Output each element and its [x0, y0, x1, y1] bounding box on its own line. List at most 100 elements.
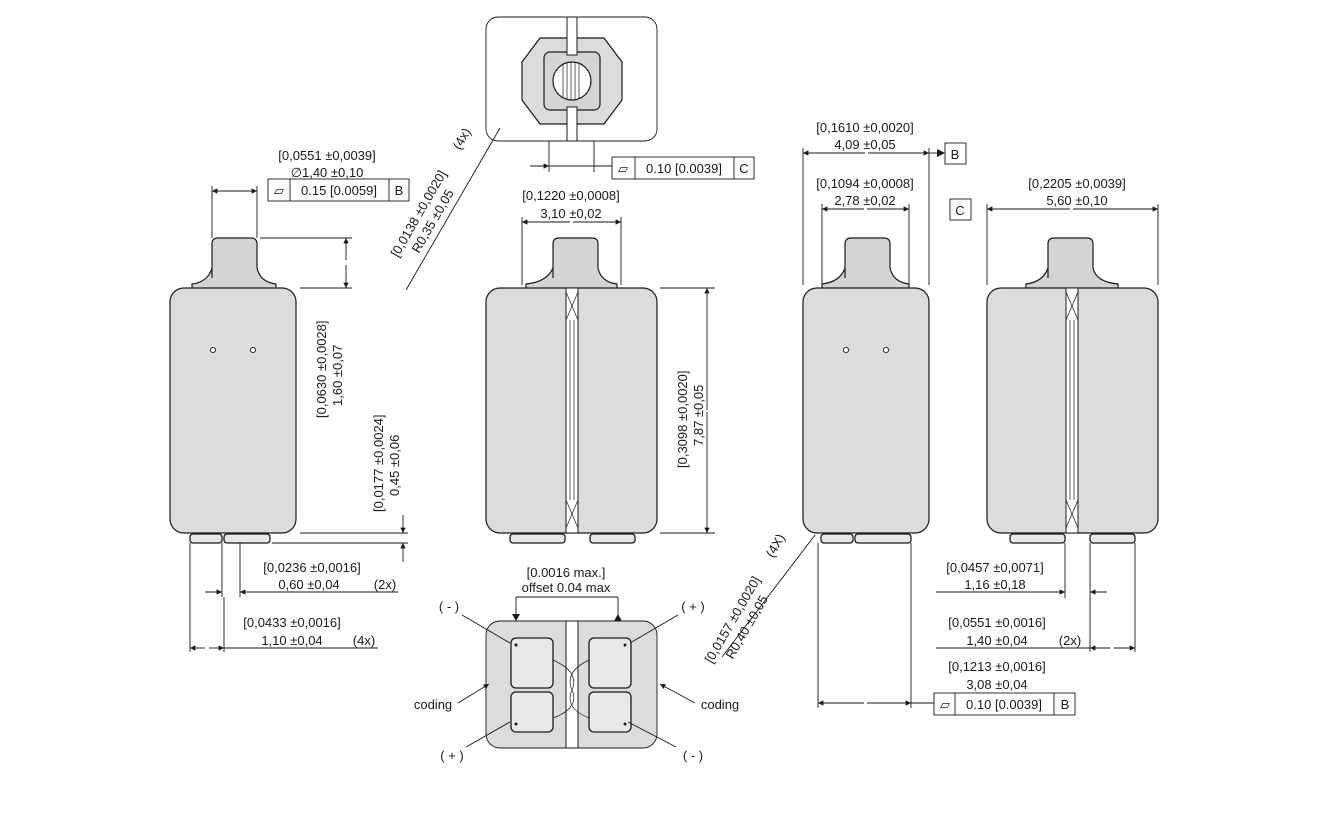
svg-text:[0,0177 ±0,0024]: [0,0177 ±0,0024] [371, 415, 386, 513]
svg-text:[0,0630 ±0,0028]: [0,0630 ±0,0028] [314, 321, 329, 419]
top-view-bore [552, 61, 592, 101]
svg-text:[0,0236 ±0,0016]: [0,0236 ±0,0016] [263, 560, 361, 575]
left-pad-width-dimension: [0,0236 ±0,0016] 0,60 ±0,04 (2x) [263, 560, 396, 592]
svg-text:7,87 ±0,05: 7,87 ±0,05 [691, 385, 706, 446]
marking-dot [842, 346, 850, 354]
bottom-offset-dimension: [0.0016 max.] offset 0.04 max [522, 565, 611, 595]
flatness-symbol: ⏥ [618, 161, 628, 176]
side-flatness-frame: ⏥ 0.10 [0.0039] B [933, 692, 1076, 716]
contact-pad [1009, 533, 1066, 544]
svg-text:(4X): (4X) [763, 531, 788, 560]
svg-text:0.10 [0.0039]: 0.10 [0.0039] [966, 697, 1042, 712]
front-view: [0,1220 ±0,0008] 3,10 ±0,02 [0,3098 ±0,0… [485, 188, 715, 544]
marking-dot [209, 346, 217, 354]
side-inner-dimension: [0,1094 ±0,0008] 2,78 ±0,02 [816, 176, 914, 208]
svg-text:[0,1610 ±0,0020]: [0,1610 ±0,0020] [816, 120, 914, 135]
svg-text:[0,1220 ±0,0008]: [0,1220 ±0,0008] [522, 188, 620, 203]
side-bottom-dimension: [0,1213 ±0,0016] 3,08 ±0,04 [948, 659, 1046, 692]
coding-label: coding [701, 697, 739, 712]
datum-b-label: B [951, 147, 960, 162]
contact-pad [189, 533, 223, 544]
coding-label: coding [414, 697, 452, 712]
contact-pad [1089, 533, 1136, 544]
polarity-label: ( + ) [440, 748, 463, 763]
right-width-dimension: [0,2205 ±0,0039] 5,60 ±0,10 [1028, 176, 1126, 208]
side-view-body [802, 287, 930, 534]
radius-leader [405, 127, 501, 291]
svg-text:1,10 ±0,04: 1,10 ±0,04 [261, 633, 322, 648]
svg-text:(4x): (4x) [450, 125, 474, 152]
svg-text:0.15 [0.0059]: 0.15 [0.0059] [301, 183, 377, 198]
svg-text:[0.0016 max.]: [0.0016 max.] [527, 565, 606, 580]
svg-text:[0,2205 ±0,0039]: [0,2205 ±0,0039] [1028, 176, 1126, 191]
svg-text:(2x): (2x) [1059, 633, 1081, 648]
svg-text:[0,0457 ±0,0071]: [0,0457 ±0,0071] [946, 560, 1044, 575]
bottom-contact-pad [510, 637, 554, 689]
svg-text:2,78 ±0,02: 2,78 ±0,02 [834, 193, 895, 208]
polarity-label: ( - ) [683, 748, 703, 763]
left-pad-pitch-dimension: [0,0433 ±0,0016] 1,10 ±0,04 (4x) [243, 615, 375, 648]
polarity-label: ( - ) [439, 599, 459, 614]
side-outer-dimension: [0,1610 ±0,0020] 4,09 ±0,05 [816, 120, 914, 152]
datum-c-box [949, 198, 972, 221]
svg-text:offset 0.04 max: offset 0.04 max [522, 580, 611, 595]
svg-text:[0,0551 ±0,0039]: [0,0551 ±0,0039] [278, 148, 376, 163]
front-width-dimension: [0,1220 ±0,0008] 3,10 ±0,02 [522, 188, 620, 221]
svg-text:[0,0551 ±0,0016]: [0,0551 ±0,0016] [948, 615, 1046, 630]
contact-pad [223, 533, 271, 544]
bottom-view: [0.0016 max.] offset 0.04 max ( - ) ( + … [414, 565, 739, 763]
top-view-slot-upper [566, 16, 578, 56]
right-view-stud [1025, 237, 1119, 291]
left-gap-dimension: [0,0177 ±0,0024] 0,45 ±0,06 [371, 415, 402, 513]
right-view-slot [1065, 287, 1079, 534]
side-radius-dimension: [0,0157 ±0,0020] R0,40 ±0,05 (4X) [702, 531, 788, 665]
polarity-label: ( + ) [681, 599, 704, 614]
right-view: C [0,2205 ±0,0039] 5,60 ±0,10 [0,0457 ±0… [936, 176, 1159, 652]
radius-leader [721, 534, 816, 658]
svg-text:⏥: ⏥ [940, 697, 950, 712]
datum-b-box [944, 142, 967, 165]
right-pad-pitch-dimension: [0,0551 ±0,0016] 1,40 ±0,04 (2x) [948, 615, 1081, 648]
left-diameter-dimension: [0,0551 ±0,0039] ∅1,40 ±0,10 [278, 148, 376, 180]
contact-pad [854, 533, 912, 544]
top-view-bore-hatch [562, 62, 580, 100]
left-view-body [169, 287, 297, 534]
top-view-flatness-frame: ⏥ 0.10 [0.0039] C [611, 156, 755, 180]
marking-dot [882, 346, 890, 354]
svg-text:⏥: ⏥ [274, 183, 284, 198]
svg-text:(2x): (2x) [374, 577, 396, 592]
svg-text:[0,3098 ±0,0020]: [0,3098 ±0,0020] [675, 371, 690, 469]
marking-dot [249, 346, 257, 354]
bottom-view-slot [565, 620, 579, 749]
svg-text:B: B [1061, 697, 1070, 712]
svg-text:[0,0433 ±0,0016]: [0,0433 ±0,0016] [243, 615, 341, 630]
front-height-dimension: [0,3098 ±0,0020] 7,87 ±0,05 [675, 371, 706, 469]
datum-letter: C [739, 161, 748, 176]
bottom-contact-pad [510, 691, 554, 733]
svg-text:3,10 ±0,02: 3,10 ±0,02 [540, 206, 601, 221]
svg-text:1,16 ±0,18: 1,16 ±0,18 [964, 577, 1025, 592]
svg-text:1,60 ±0,07: 1,60 ±0,07 [330, 345, 345, 406]
flatness-value: 0.10 [0.0039] [646, 161, 722, 176]
svg-text:5,60 ±0,10: 5,60 ±0,10 [1046, 193, 1107, 208]
svg-text:[0,1213 ±0,0016]: [0,1213 ±0,0016] [948, 659, 1046, 674]
left-height-dimension: [0,0630 ±0,0028] 1,60 ±0,07 [314, 321, 345, 419]
left-flatness-frame: ⏥ 0.15 [0.0059] B [267, 178, 410, 202]
top-view-slot-lower [566, 106, 578, 142]
contact-pad [509, 533, 566, 544]
svg-text:(4x): (4x) [353, 633, 375, 648]
bottom-contact-pad [588, 691, 632, 733]
left-view-stud [191, 237, 277, 291]
left-view: [0,0551 ±0,0039] ∅1,40 ±0,10 ⏥ 0.15 [0.0… [169, 148, 410, 652]
contact-pad [589, 533, 636, 544]
contact-pad [820, 533, 854, 544]
side-view-stud [821, 237, 910, 291]
svg-text:B: B [395, 183, 404, 198]
svg-text:3,08 ±0,04: 3,08 ±0,04 [966, 677, 1027, 692]
svg-text:1,40 ±0,04: 1,40 ±0,04 [966, 633, 1027, 648]
svg-text:[0,1094 ±0,0008]: [0,1094 ±0,0008] [816, 176, 914, 191]
svg-text:0,45 ±0,06: 0,45 ±0,06 [387, 435, 402, 496]
svg-text:∅1,40 ±0,10: ∅1,40 ±0,10 [291, 165, 364, 180]
front-view-stud [525, 237, 618, 291]
